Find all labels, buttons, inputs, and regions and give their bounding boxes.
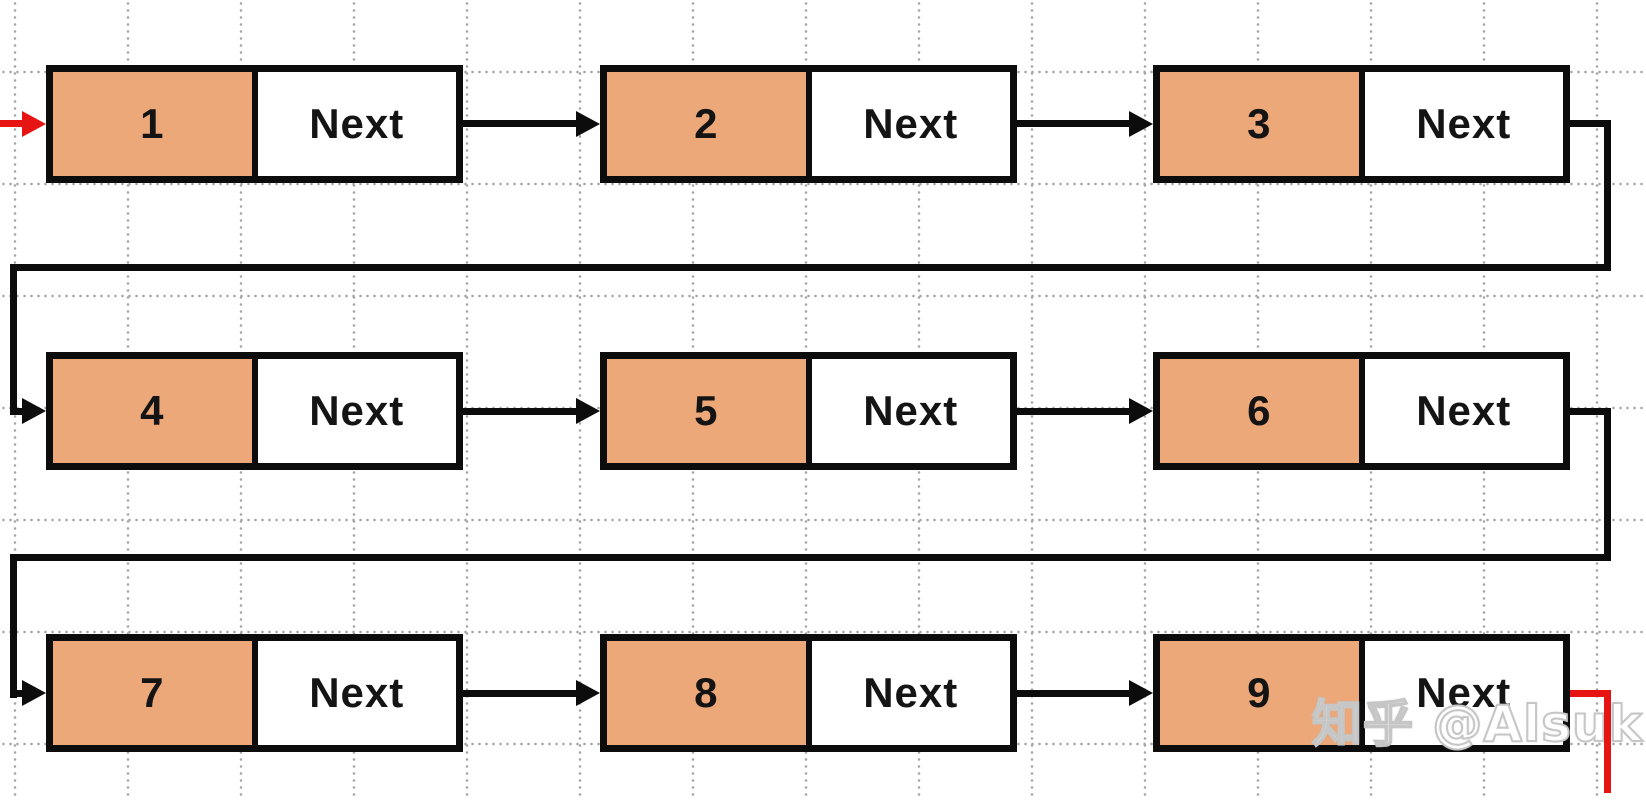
list-node-8: 8 Next — [600, 634, 1017, 752]
wrap-6-7-right-drop-line — [1604, 408, 1611, 561]
node-9-data-cell: 9 — [1160, 641, 1365, 745]
node-8-data-cell: 8 — [607, 641, 812, 745]
node-3-next-label: Next — [1416, 100, 1512, 147]
node-7-next-label: Next — [309, 669, 405, 716]
list-node-6: 6 Next — [1153, 352, 1570, 470]
node-9-value: 9 — [1247, 669, 1272, 716]
node-6-next-label: Next — [1416, 387, 1512, 434]
node-4-next-cell: Next — [258, 359, 457, 463]
node-2-data-cell: 2 — [607, 72, 812, 176]
node-2-next-cell: Next — [812, 72, 1011, 176]
node-7-data-cell: 7 — [53, 641, 258, 745]
wrap-6-7-entry-line — [10, 690, 26, 697]
node-9-next-cell: Next — [1365, 641, 1564, 745]
arrow-4-5-arrowhead-icon — [576, 398, 600, 424]
wrap-3-4-cross-line — [10, 264, 1611, 271]
arrow-7-8-arrowhead-icon — [576, 680, 600, 706]
arrow-8-9-line — [1017, 690, 1133, 697]
wrap-3-4-exit-line — [1570, 120, 1611, 127]
wrap-3-4-arrowhead-icon — [22, 398, 46, 424]
node-1-value: 1 — [140, 100, 165, 147]
node-9-next-label: Next — [1416, 669, 1512, 716]
node-5-next-label: Next — [863, 387, 959, 434]
wrap-6-7-left-drop-line — [10, 554, 17, 698]
node-5-next-cell: Next — [812, 359, 1011, 463]
tail-pointer-drop-line — [1604, 690, 1611, 793]
node-6-data-cell: 6 — [1160, 359, 1365, 463]
wrap-6-7-exit-line — [1570, 408, 1611, 415]
node-4-value: 4 — [140, 387, 165, 434]
arrow-2-3-line — [1017, 120, 1133, 127]
node-7-next-cell: Next — [258, 641, 457, 745]
arrow-1-2-line — [463, 120, 580, 127]
node-5-value: 5 — [694, 387, 719, 434]
node-4-next-label: Next — [309, 387, 405, 434]
node-8-next-cell: Next — [812, 641, 1011, 745]
node-3-value: 3 — [1247, 100, 1272, 147]
head-pointer-arrowhead-icon — [22, 111, 46, 137]
list-node-9: 9 Next — [1153, 634, 1570, 752]
tail-pointer-exit-line — [1570, 690, 1611, 697]
wrap-6-7-arrowhead-icon — [22, 680, 46, 706]
arrow-1-2-arrowhead-icon — [576, 111, 600, 137]
node-8-next-label: Next — [863, 669, 959, 716]
node-3-next-cell: Next — [1365, 72, 1564, 176]
node-8-value: 8 — [694, 669, 719, 716]
node-5-data-cell: 5 — [607, 359, 812, 463]
head-pointer-line — [0, 120, 26, 127]
arrow-5-6-line — [1017, 408, 1133, 415]
node-1-next-label: Next — [309, 100, 405, 147]
list-node-7: 7 Next — [46, 634, 463, 752]
node-1-next-cell: Next — [258, 72, 457, 176]
watermark: 知乎 @Alsuk — [1311, 695, 1643, 753]
arrow-8-9-arrowhead-icon — [1129, 680, 1153, 706]
node-2-next-label: Next — [863, 100, 959, 147]
list-node-3: 3 Next — [1153, 65, 1570, 183]
node-4-data-cell: 4 — [53, 359, 258, 463]
arrow-4-5-line — [463, 408, 580, 415]
arrow-2-3-arrowhead-icon — [1129, 111, 1153, 137]
node-2-value: 2 — [694, 100, 719, 147]
wrap-3-4-left-drop-line — [10, 264, 17, 415]
wrap-6-7-cross-line — [10, 554, 1611, 561]
node-6-next-cell: Next — [1365, 359, 1564, 463]
arrow-5-6-arrowhead-icon — [1129, 398, 1153, 424]
list-node-2: 2 Next — [600, 65, 1017, 183]
list-node-5: 5 Next — [600, 352, 1017, 470]
wrap-3-4-entry-line — [10, 408, 26, 415]
list-node-4: 4 Next — [46, 352, 463, 470]
node-3-data-cell: 3 — [1160, 72, 1365, 176]
wrap-3-4-right-drop-line — [1604, 120, 1611, 271]
list-node-1: 1 Next — [46, 65, 463, 183]
node-7-value: 7 — [140, 669, 165, 716]
node-1-data-cell: 1 — [53, 72, 258, 176]
node-6-value: 6 — [1247, 387, 1272, 434]
arrow-7-8-line — [463, 690, 580, 697]
